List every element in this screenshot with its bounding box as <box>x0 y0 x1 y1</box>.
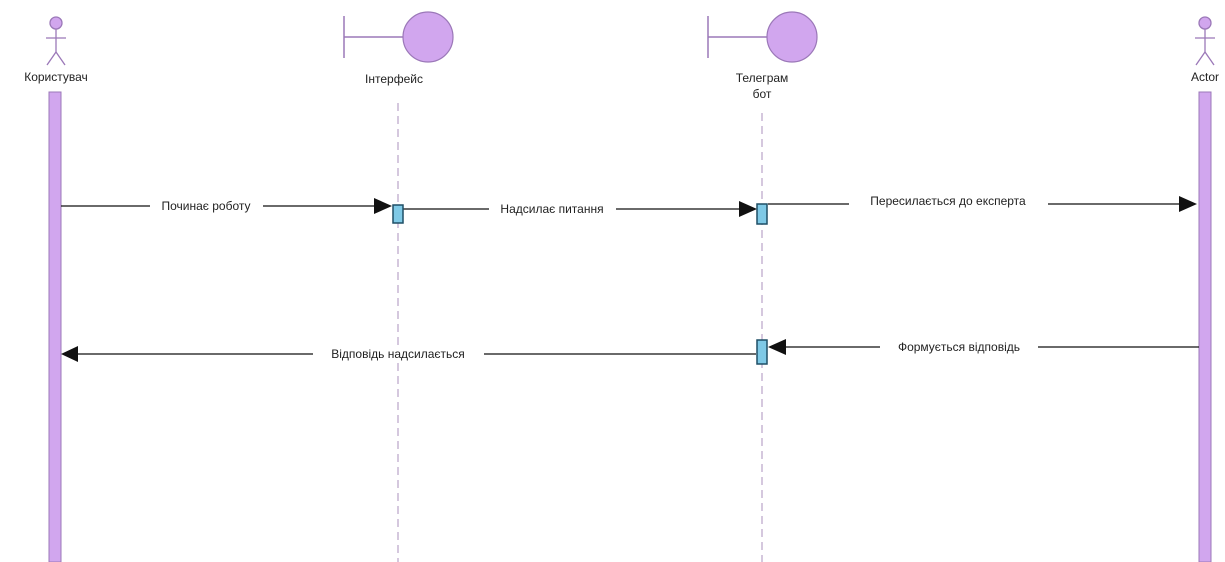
participant-interface: Інтерфейс <box>343 11 454 86</box>
message-label-bg <box>150 198 263 214</box>
lifeline-actor-bar <box>1198 91 1212 562</box>
arrowhead <box>1179 196 1197 212</box>
message-label: Відповідь надсилається <box>331 347 465 361</box>
message-3: Пересилається до експерта <box>768 193 1197 212</box>
arrowhead <box>374 198 392 214</box>
boundary-icon <box>343 11 454 63</box>
message-label: Починає роботу <box>161 199 250 213</box>
message-label-bg <box>313 346 484 362</box>
message-label-bg <box>489 201 616 217</box>
participant-label-interface: Інтерфейс <box>365 72 423 86</box>
message-4: Формується відповідь <box>768 339 1199 355</box>
lifeline-user-bar <box>48 91 62 562</box>
participant-actor: Actor <box>1191 16 1219 84</box>
message-1: Починає роботу <box>61 198 392 214</box>
participant-bot: Телеграм бот <box>707 11 818 101</box>
activation-box-bot-1 <box>756 203 768 225</box>
actor-icon <box>1195 16 1215 66</box>
message-label: Пересилається до експерта <box>870 194 1026 208</box>
arrowhead <box>768 339 786 355</box>
message-label: Надсилає питання <box>500 202 603 216</box>
boundary-icon <box>707 11 818 63</box>
message-label-bg <box>880 339 1038 355</box>
participant-label-user: Користувач <box>24 70 88 84</box>
message-label: Формується відповідь <box>898 340 1020 354</box>
participant-label-bot-line1: Телеграм <box>736 71 789 85</box>
activation-box-bot-2 <box>756 339 768 365</box>
actor-icon <box>46 16 66 66</box>
arrowhead <box>61 346 78 362</box>
message-2: Надсилає питання <box>403 201 757 217</box>
activation-box-interface <box>392 204 404 224</box>
participant-user: Користувач <box>24 16 88 84</box>
participant-label-bot-line2: бот <box>753 87 772 101</box>
message-5: Відповідь надсилається <box>61 346 756 362</box>
message-label-bg <box>849 193 1048 209</box>
arrowhead <box>739 201 757 217</box>
participant-label-actor: Actor <box>1191 70 1219 84</box>
